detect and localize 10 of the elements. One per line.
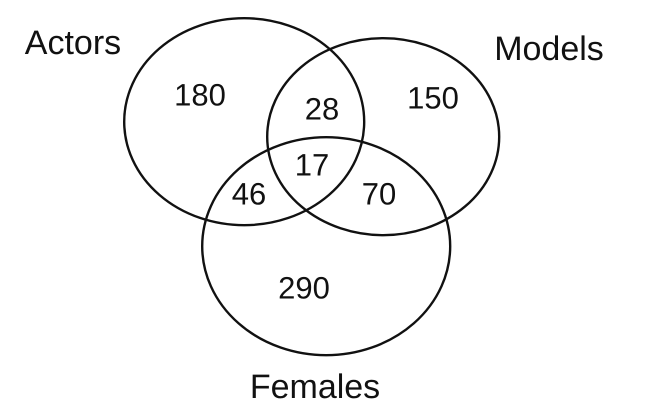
region-count: 70 — [362, 178, 396, 210]
set-label: Females — [250, 370, 380, 404]
region-count: 180 — [174, 80, 226, 110]
region-count: 150 — [407, 82, 459, 114]
set-label: Actors — [24, 26, 122, 60]
region-count: 290 — [278, 272, 330, 304]
region-count: 17 — [294, 150, 330, 180]
region-count: 28 — [304, 94, 340, 124]
region-count: 46 — [232, 178, 266, 210]
set-label: Models — [494, 32, 604, 66]
